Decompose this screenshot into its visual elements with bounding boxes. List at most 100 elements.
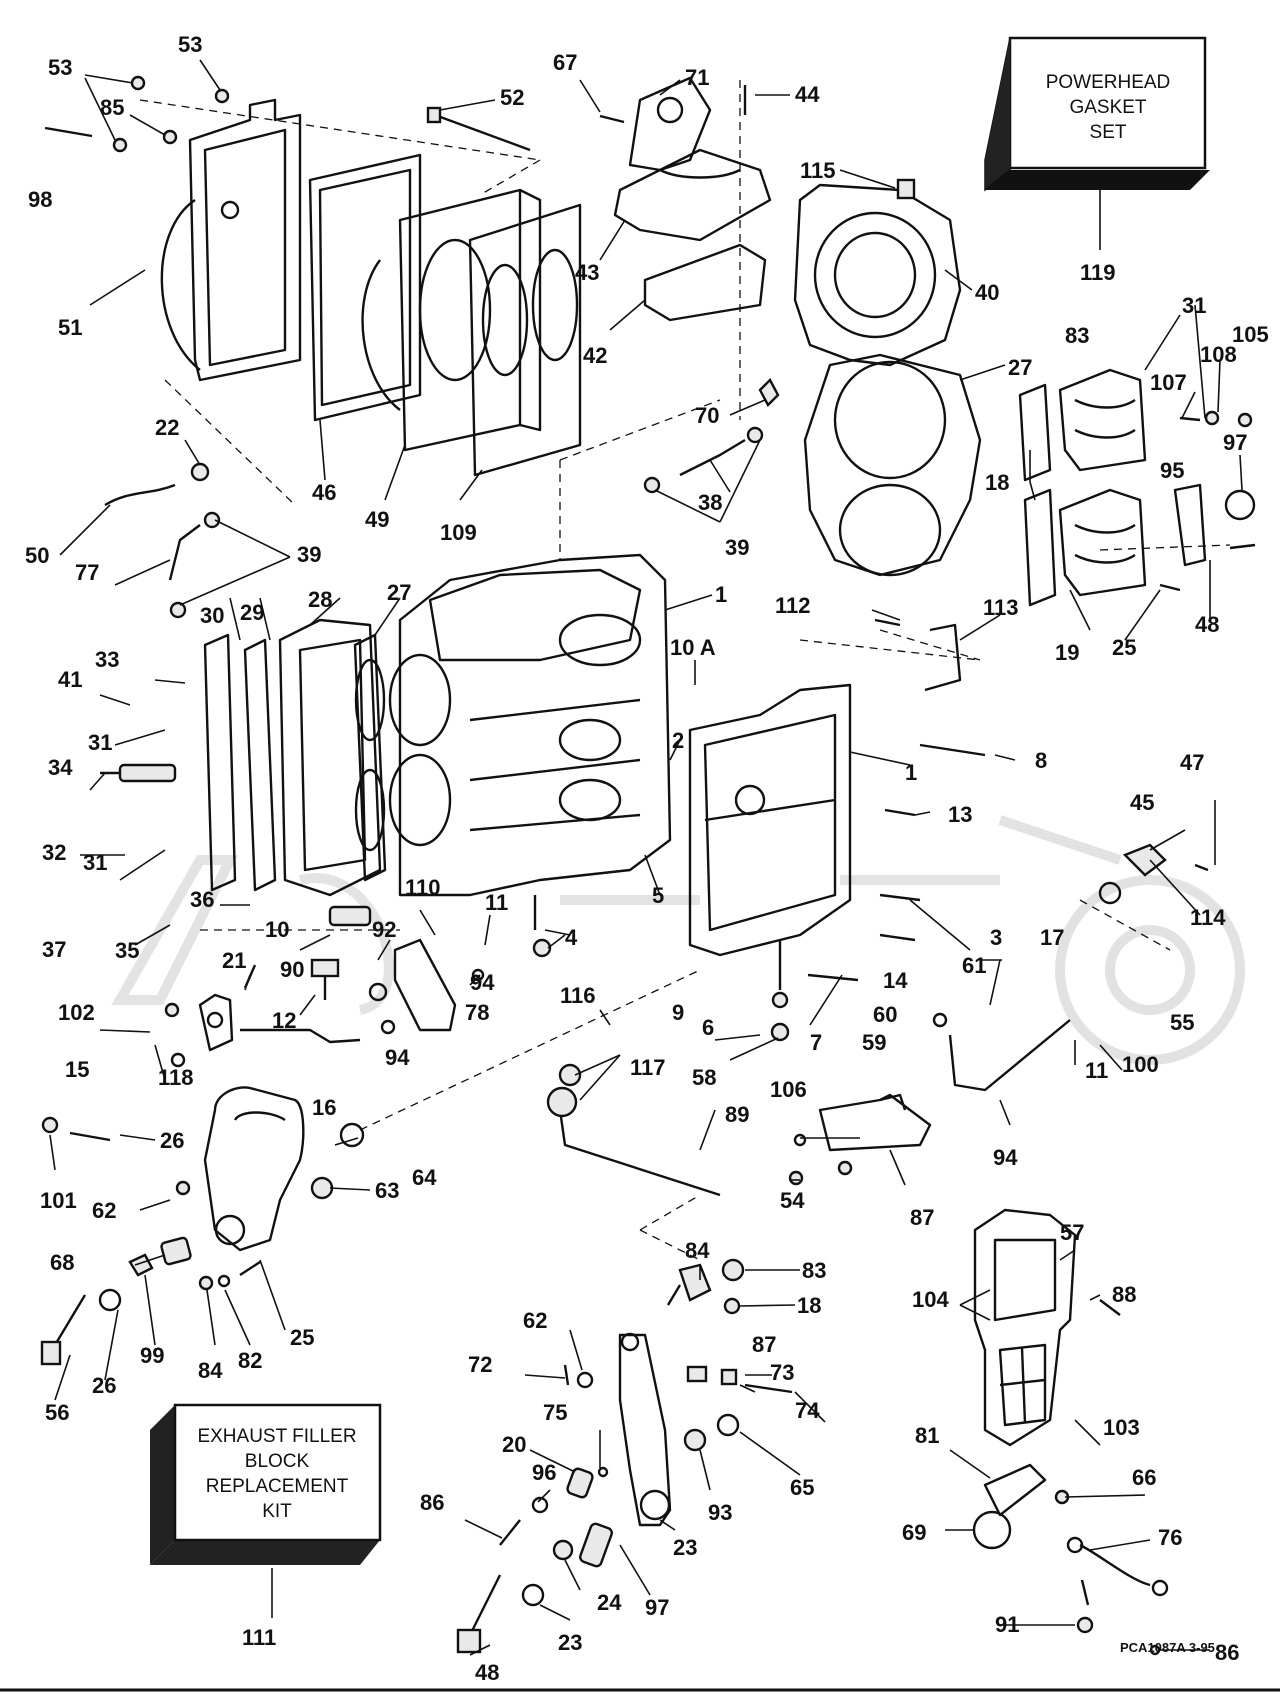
callout: 102	[58, 1000, 95, 1025]
callout: 18	[985, 470, 1009, 495]
callout: 70	[695, 403, 719, 428]
callout: 29	[240, 600, 264, 625]
shift-shaft-part	[666, 1263, 712, 1306]
long-bolt-part	[426, 106, 531, 152]
callout: 33	[95, 647, 119, 672]
callout: 92	[372, 917, 396, 942]
callout: 104	[912, 1287, 949, 1312]
callout: 93	[708, 1500, 732, 1525]
callout: 101	[40, 1188, 77, 1213]
crankcase-cylinder-block-part	[388, 553, 672, 897]
callout: 44	[795, 82, 820, 107]
hardware-parts	[40, 75, 1256, 1656]
callout: 42	[583, 343, 607, 368]
callout: 88	[1112, 1282, 1136, 1307]
powerhead-gasket-set-box: POWERHEAD GASKET SET	[984, 36, 1210, 250]
callout: 115	[800, 158, 836, 183]
exhaust-kit-line3: REPLACEMENT	[206, 1476, 349, 1497]
callout: 9	[672, 1000, 684, 1025]
callout: 23	[673, 1535, 697, 1560]
callout: 53	[178, 32, 202, 57]
callout: 27	[387, 580, 411, 605]
callout: 4	[565, 925, 578, 950]
callout: 109	[440, 520, 477, 545]
callout: 86	[1215, 1640, 1239, 1665]
callout: 87	[752, 1332, 776, 1357]
callout: 65	[790, 1475, 814, 1500]
callout: 19	[1055, 640, 1079, 665]
callout: 94	[470, 970, 495, 995]
callout: 95	[1160, 458, 1184, 483]
callout-labels: 53 53 85 98 52 67 71 44 115 51 43 42 40 …	[25, 32, 1269, 1685]
callout: 20	[502, 1432, 526, 1457]
callout: 71	[685, 65, 709, 90]
assembly-dash-lines	[139, 80, 1231, 1261]
callout: 11	[1085, 1058, 1108, 1083]
callout: 87	[910, 1205, 934, 1230]
callout: 81	[915, 1423, 939, 1448]
callout: 26	[92, 1373, 116, 1398]
callout: 31	[1182, 293, 1206, 318]
callout: 66	[1132, 1465, 1156, 1490]
callout: 57	[1060, 1220, 1084, 1245]
callout: 26	[160, 1128, 184, 1153]
callout: 83	[802, 1258, 826, 1283]
callout: 97	[1223, 430, 1247, 455]
callout: 67	[553, 50, 577, 75]
callout: 75	[543, 1400, 567, 1425]
callout: 113	[983, 595, 1019, 620]
callout: 14	[883, 968, 908, 993]
thermostat-housing-part	[198, 993, 234, 1052]
gasket-set-line3: SET	[1090, 122, 1127, 143]
callout: 83	[1065, 323, 1089, 348]
callout: 1	[905, 760, 917, 785]
callout: 32	[42, 840, 66, 865]
callout: 6	[702, 1015, 714, 1040]
callout: 77	[75, 560, 99, 585]
callout: 90	[280, 957, 304, 982]
callout: 59	[862, 1030, 886, 1055]
callout: 52	[500, 85, 524, 110]
cylinder-head-part	[793, 183, 982, 577]
callout: 10	[265, 917, 289, 942]
callout: 89	[725, 1102, 749, 1127]
exhaust-gasket-part	[308, 153, 422, 422]
callout: 62	[523, 1308, 547, 1333]
small-gasket-part	[643, 243, 767, 322]
choke-bracket-part	[1173, 483, 1256, 567]
callout: 76	[1158, 1525, 1182, 1550]
callout: 15	[65, 1057, 89, 1082]
callout: 51	[58, 315, 82, 340]
exhaust-kit-line4: KIT	[262, 1501, 292, 1522]
callout: 116	[560, 983, 596, 1008]
reed-gaskets-part	[1018, 383, 1057, 607]
callout: 22	[155, 415, 179, 440]
callout: 85	[100, 95, 124, 120]
callout: 13	[948, 802, 972, 827]
callout: 78	[465, 1000, 489, 1025]
callout: 23	[558, 1630, 582, 1655]
callout: 24	[597, 1590, 622, 1615]
callout: 110	[405, 875, 441, 900]
callout: 2	[672, 728, 684, 753]
callout: 10 A	[670, 635, 716, 660]
leader-lines	[49, 59, 1243, 1656]
intake-manifold-part	[973, 1208, 1077, 1447]
shift-lever-part	[618, 1332, 672, 1527]
callout: 73	[770, 1360, 794, 1385]
callout: 114	[1190, 905, 1226, 930]
mount-bracket-part	[613, 76, 772, 242]
callout: 8	[1035, 748, 1047, 773]
callout: 69	[902, 1520, 926, 1545]
callout: 21	[222, 948, 246, 973]
callout: 112	[775, 593, 811, 618]
callout: 68	[50, 1250, 74, 1275]
callout: 48	[475, 1660, 499, 1685]
link-rod-part	[948, 1019, 1071, 1092]
callout: 11	[485, 890, 508, 915]
plate-gasket-part	[468, 203, 582, 477]
callout: 36	[190, 887, 214, 912]
callout: 55	[1170, 1010, 1194, 1035]
callout: 54	[780, 1188, 805, 1213]
callout: 82	[238, 1348, 262, 1373]
